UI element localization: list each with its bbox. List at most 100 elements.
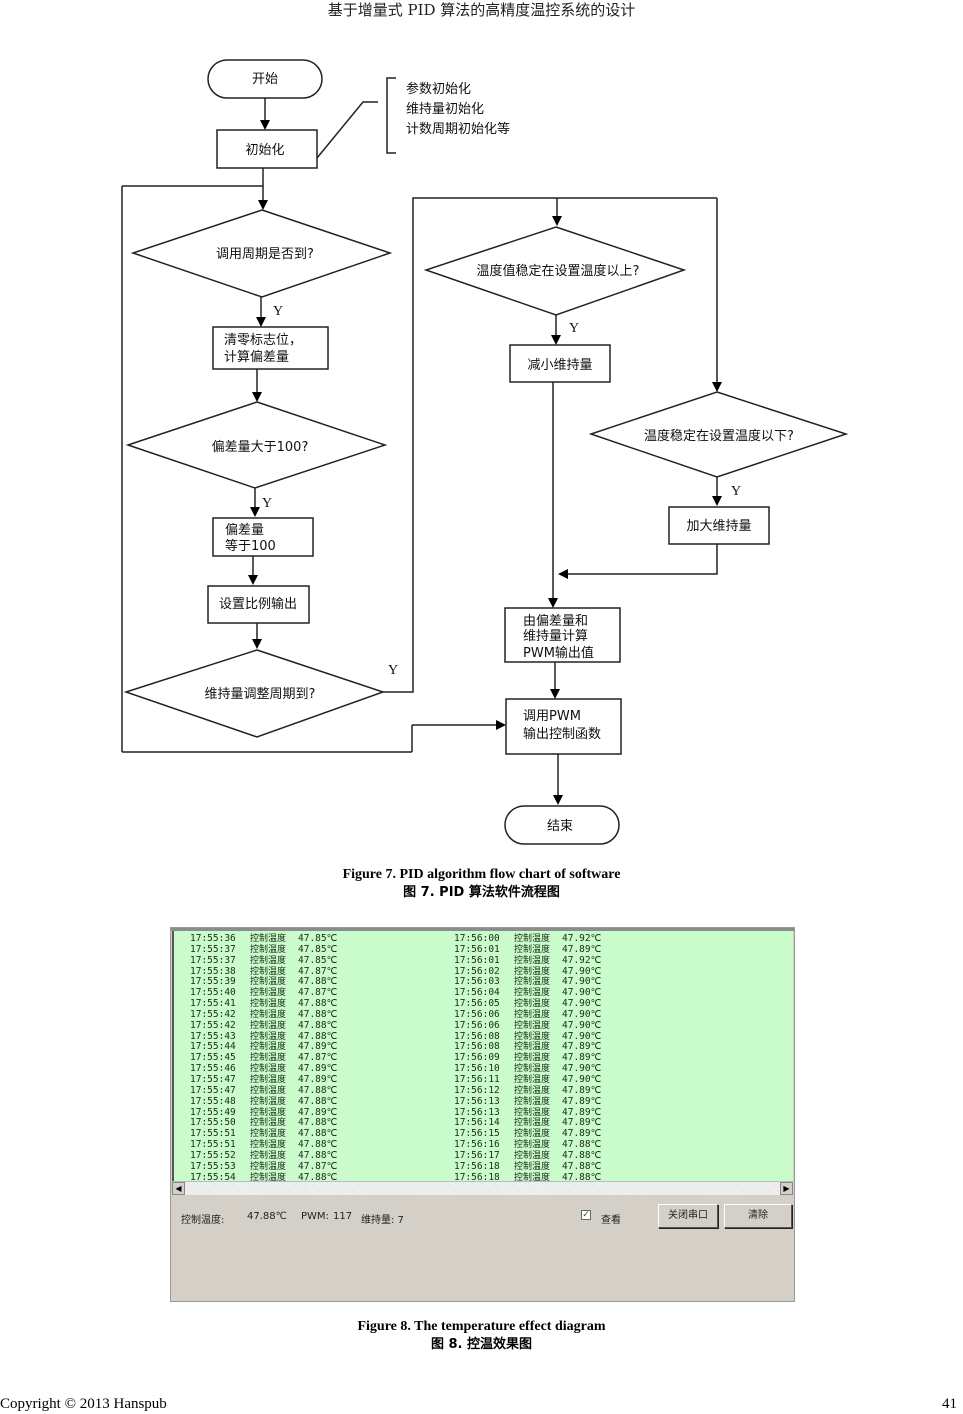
log-time: 17:56:05: [454, 998, 500, 1010]
log-value: 47.89℃: [298, 1106, 338, 1118]
log-value: 47.88℃: [298, 998, 338, 1010]
log-value: 47.89℃: [562, 943, 602, 955]
calc-pwm-box: [504, 607, 621, 663]
yes-label: Y: [388, 663, 398, 678]
log-value: 47.85℃: [298, 954, 338, 966]
set-proportional-output-box: [207, 585, 310, 624]
decision-call-period: [130, 209, 393, 298]
init-box: [216, 129, 318, 169]
log-label: 控制温度: [250, 934, 287, 944]
log-value: 47.88℃: [298, 1139, 338, 1151]
log-value: 47.85℃: [298, 943, 338, 955]
clear-button[interactable]: 清除: [724, 1204, 792, 1228]
log-time: 17:56:00: [454, 933, 500, 944]
log-label: 控制温度: [514, 1140, 551, 1151]
yes-label: Y: [262, 496, 272, 511]
yes-label: Y: [731, 484, 741, 499]
log-time: 17:55:47: [190, 1084, 236, 1096]
log-time: 17:56:18: [454, 1160, 500, 1172]
log-time: 17:56:02: [454, 965, 500, 977]
scroll-right-arrow-icon[interactable]: ▶: [780, 1182, 793, 1195]
log-label: 控制温度: [514, 944, 551, 955]
log-time: 17:55:50: [190, 1117, 236, 1129]
log-time: 17:55:51: [190, 1139, 236, 1151]
log-time: 17:55:46: [190, 1063, 236, 1075]
log-time: 17:55:37: [190, 943, 236, 955]
window-top-edge: [171, 928, 794, 931]
close-port-button[interactable]: 关闭串口: [658, 1204, 718, 1228]
log-label: 控制温度: [514, 999, 551, 1010]
log-time: 17:55:48: [190, 1095, 236, 1107]
log-value: 47.90℃: [562, 965, 602, 977]
init-note-line-2: 维持量初始化: [406, 102, 484, 117]
view-checkbox[interactable]: ✓: [581, 1210, 591, 1220]
maint-period-label: 维持量调整周期到?: [205, 687, 316, 702]
deviation-label: 偏差量大于100?: [212, 440, 309, 455]
log-value: 47.88℃: [298, 1019, 338, 1031]
log-value: 47.89℃: [298, 1063, 338, 1075]
log-value: 47.87℃: [298, 1052, 338, 1064]
copyright: Copyright © 2013 Hanspub: [0, 1396, 167, 1412]
log-label: 控制温度: [514, 1107, 551, 1118]
log-time: 17:55:43: [190, 1030, 236, 1042]
horizontal-scrollbar[interactable]: ◀ ▶: [172, 1181, 793, 1195]
log-time: 17:55:39: [190, 976, 236, 988]
deviation-eq-100-box: [212, 517, 314, 557]
log-label: 控制温度: [250, 1085, 287, 1096]
log-time: 17:56:18: [454, 1171, 500, 1181]
scroll-left-arrow-icon[interactable]: ◀: [172, 1182, 185, 1195]
log-time: 17:56:16: [454, 1139, 500, 1151]
log-value: 47.88℃: [298, 1171, 338, 1181]
log-row[interactable]: 17:56:01 控制温度 47.89℃: [454, 943, 716, 956]
log-time: 17:56:01: [454, 943, 500, 955]
figure8-caption: Figure 8. The temperature effect diagram…: [0, 1318, 963, 1354]
